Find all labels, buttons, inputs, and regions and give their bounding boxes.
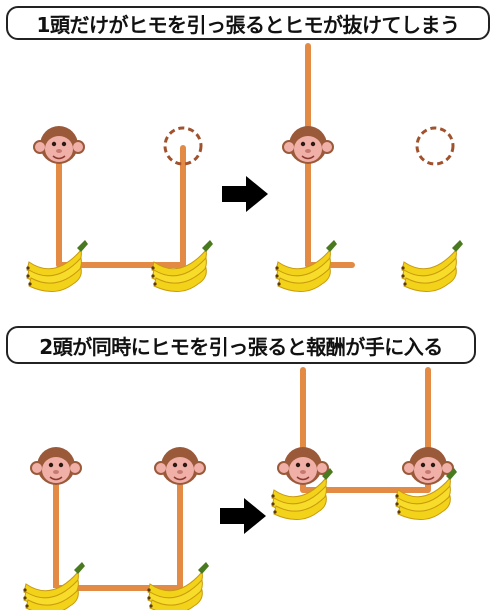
empty-circle-icon [163,126,203,166]
caption-joint-pull-text: 2頭が同時にヒモを引っ張ると報酬が手に入る [39,334,443,359]
monkey-icon [402,446,454,486]
panel-joint-after [270,367,458,521]
banana-icon [400,239,464,293]
monkey-icon [282,125,334,165]
monkey-icon [154,446,206,486]
arrow-right-icon [222,176,268,212]
monkey-icon [33,125,85,165]
caption-joint-pull: 2頭が同時にヒモを引っ張ると報酬が手に入る [6,326,476,364]
empty-circle-icon [415,126,455,166]
panel-single-after [274,43,464,293]
monkey-icon [30,446,82,486]
panel-joint-before [22,446,210,610]
panel-single-before [25,125,214,293]
caption-single-pull: 1頭だけがヒモを引っ張るとヒモが抜けてしまう [6,6,490,40]
caption-single-pull-text: 1頭だけがヒモを引っ張るとヒモが抜けてしまう [36,12,460,37]
monkey-icon [277,446,329,486]
arrow-right-icon [220,498,266,534]
